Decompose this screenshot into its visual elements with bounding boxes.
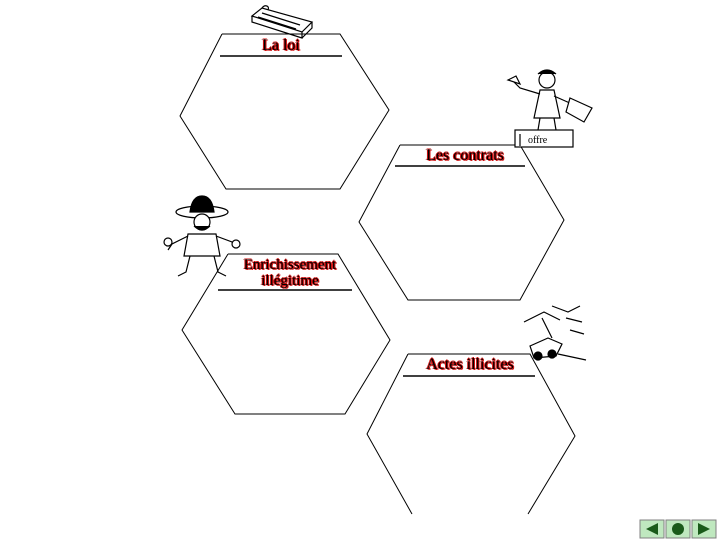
hexagon-les-contrats bbox=[358, 144, 565, 301]
navigation-bar bbox=[639, 519, 717, 539]
cowboy-bandit-icon bbox=[163, 195, 241, 277]
previous-arrow-icon bbox=[646, 523, 658, 535]
label-illegitime: illégitime bbox=[261, 273, 319, 289]
label-actes-illicites: Actes illicites bbox=[426, 356, 514, 373]
orator-offre-icon bbox=[506, 69, 593, 148]
offre-sign-text: offre bbox=[528, 135, 548, 146]
label-les-contrats: Les contrats bbox=[426, 147, 504, 164]
hexagon-enrichissement bbox=[181, 253, 391, 415]
accident-car-icon bbox=[523, 305, 587, 361]
law-book-icon bbox=[250, 5, 314, 39]
next-arrow-icon bbox=[698, 523, 710, 535]
label-enrichissement: Enrichissement bbox=[243, 257, 337, 273]
home-circle-icon bbox=[672, 523, 684, 535]
hexagon-actes-illicites bbox=[366, 353, 576, 515]
label-la-loi: La loi bbox=[262, 37, 300, 54]
hexagon-la-loi bbox=[179, 33, 390, 190]
